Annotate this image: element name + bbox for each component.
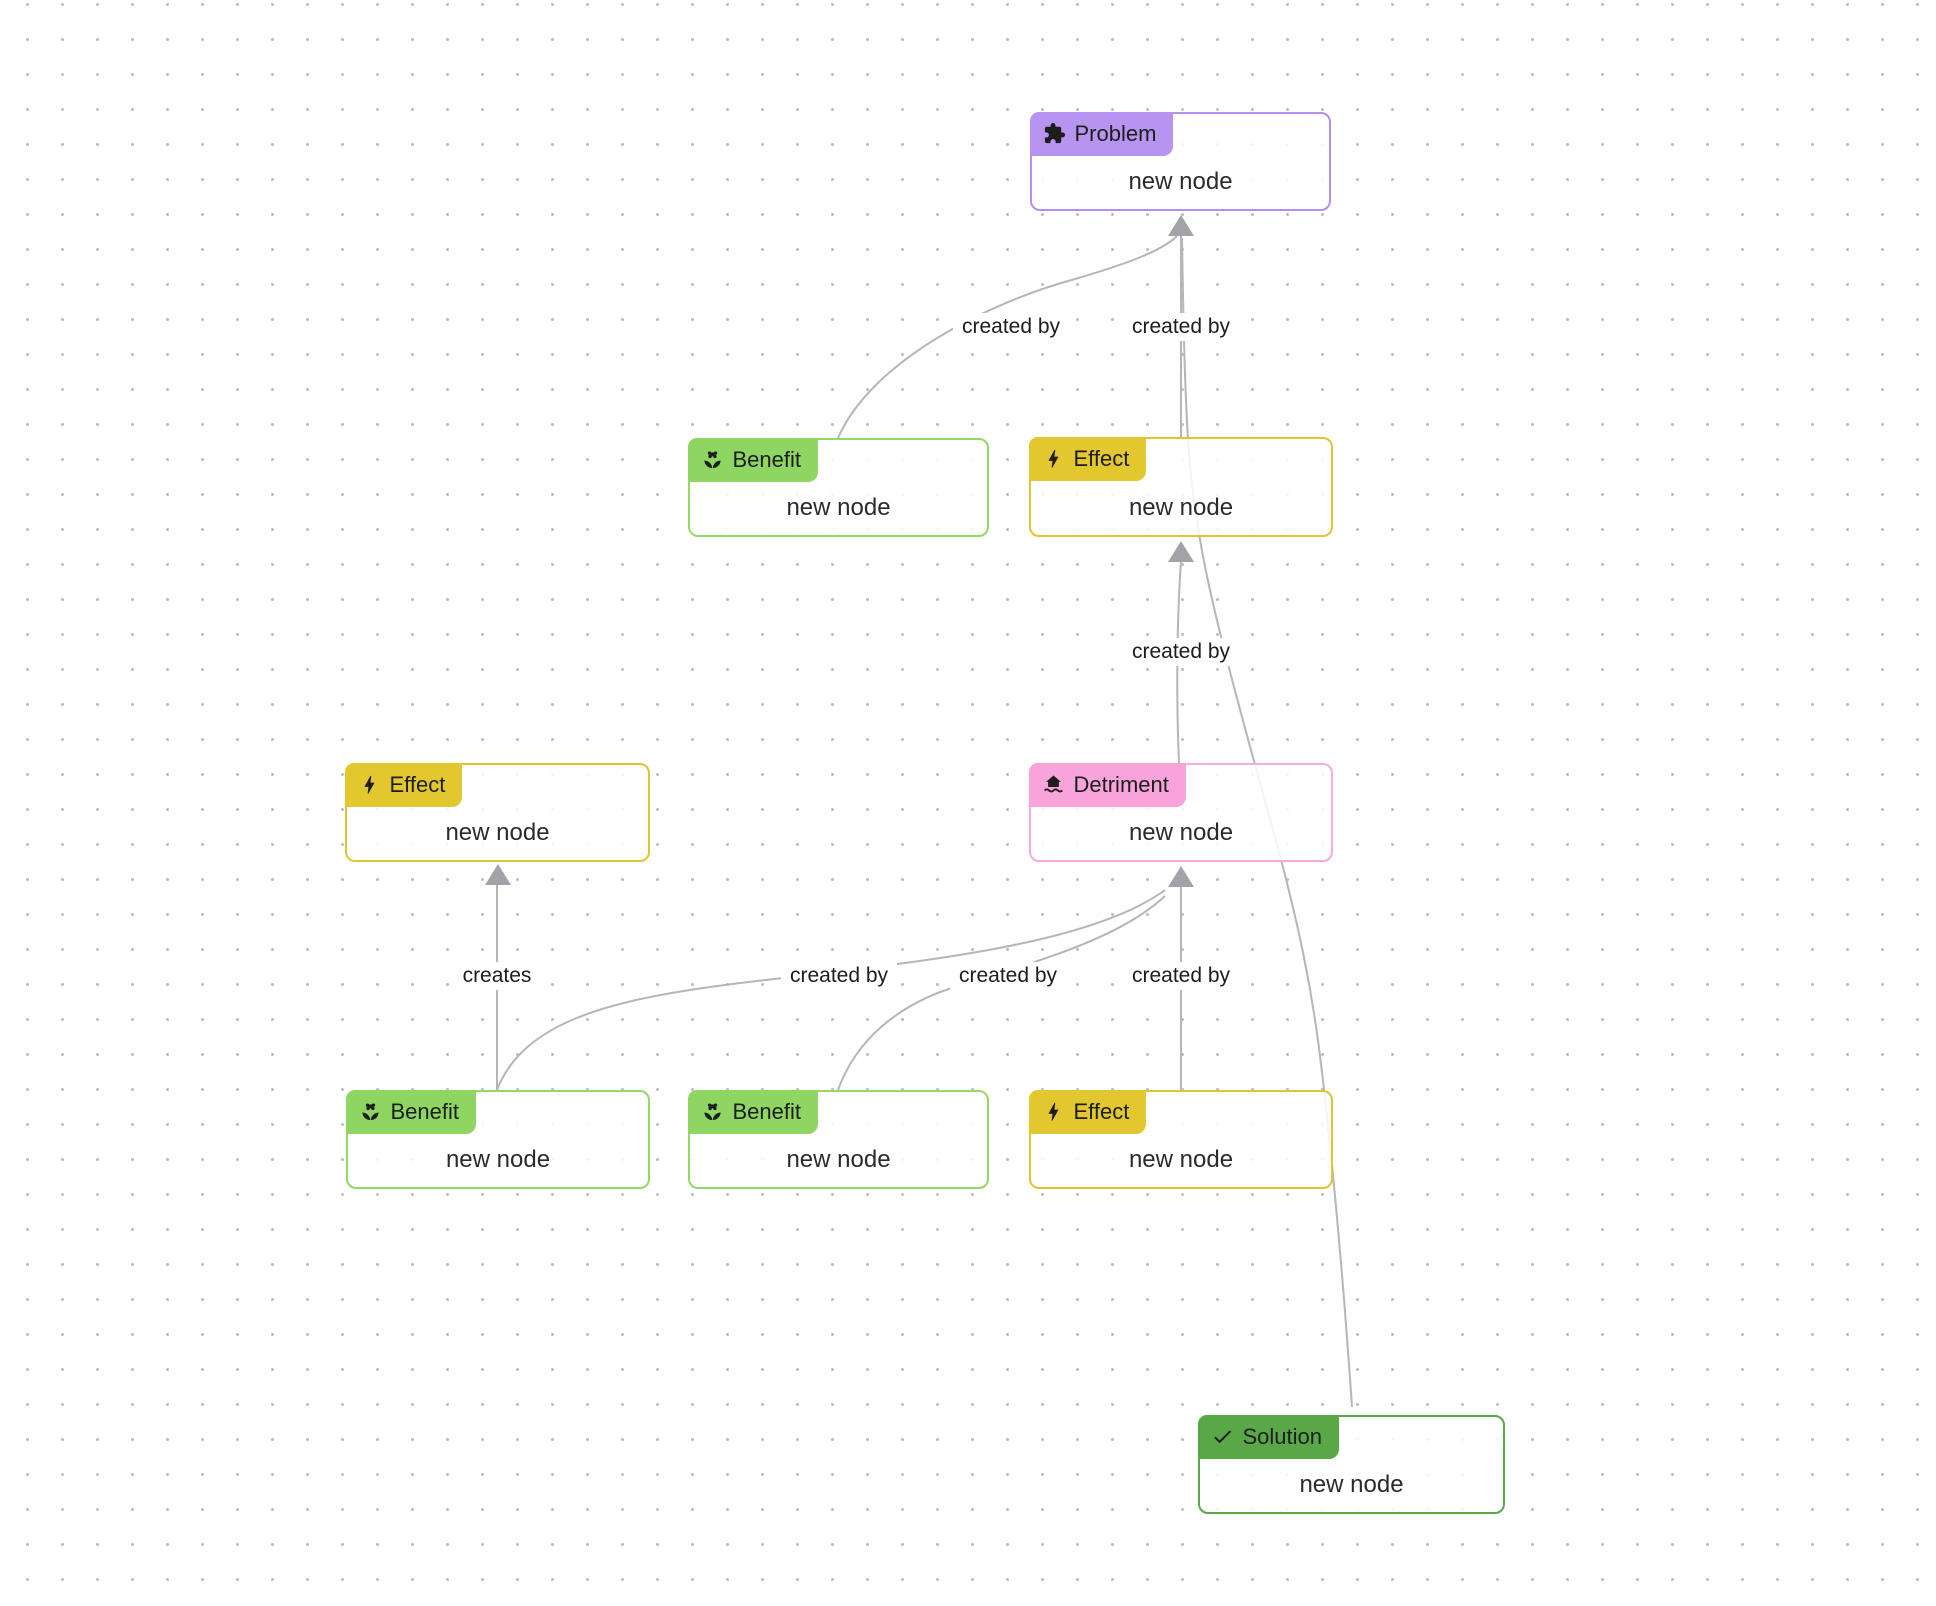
node-type-label: Effect <box>389 771 446 797</box>
edge-label[interactable]: created by <box>952 313 1070 341</box>
node-title[interactable]: new node <box>1128 1146 1234 1173</box>
flower-icon <box>701 448 724 471</box>
node-type-badge: Detriment <box>1028 762 1186 807</box>
node-benefit[interactable]: Benefit new node <box>687 437 989 537</box>
edge-label[interactable]: creates <box>453 962 541 990</box>
node-type-badge: Effect <box>1028 436 1147 481</box>
edge-arrowhead <box>1168 866 1194 887</box>
edge-arrowhead <box>1168 541 1194 562</box>
node-effect[interactable]: Effect new node <box>1028 436 1333 537</box>
node-title[interactable]: new node <box>786 494 891 521</box>
node-type-label: Benefit <box>390 1098 460 1124</box>
node-type-label: Problem <box>1074 120 1157 146</box>
node-benefit[interactable]: Benefit new node <box>345 1089 650 1189</box>
node-title[interactable]: new node <box>1128 168 1233 195</box>
edge-label[interactable]: created by <box>1122 313 1240 341</box>
node-type-badge: Benefit <box>687 437 818 482</box>
edge-n6-n5[interactable] <box>496 889 1166 1091</box>
node-type-badge: Benefit <box>687 1089 818 1134</box>
node-title[interactable]: new node <box>1299 1471 1404 1498</box>
node-type-badge: Solution <box>1197 1414 1340 1459</box>
node-type-badge: Problem <box>1029 111 1174 156</box>
node-type-label: Solution <box>1242 1423 1323 1449</box>
node-type-badge: Benefit <box>345 1089 476 1134</box>
node-type-label: Benefit <box>732 1098 802 1124</box>
node-solution[interactable]: Solution new node <box>1197 1414 1505 1514</box>
bolt-icon <box>1042 1100 1065 1123</box>
node-detriment[interactable]: Detriment new node <box>1028 762 1333 862</box>
node-type-label: Detriment <box>1073 771 1169 797</box>
node-type-label: Benefit <box>732 446 802 472</box>
check-icon <box>1211 1425 1234 1448</box>
edge-arrowhead <box>485 864 511 885</box>
edge-label[interactable]: created by <box>949 962 1067 990</box>
edge-label[interactable]: created by <box>1122 638 1240 666</box>
node-title[interactable]: new node <box>786 1146 891 1173</box>
node-title[interactable]: new node <box>445 1146 551 1173</box>
node-type-badge: Effect <box>344 762 463 807</box>
node-type-badge: Effect <box>1028 1089 1147 1134</box>
node-benefit[interactable]: Benefit new node <box>687 1089 989 1189</box>
node-effect[interactable]: Effect new node <box>344 762 650 862</box>
node-title[interactable]: new node <box>445 819 550 846</box>
bolt-icon <box>1042 447 1065 470</box>
edge-arrowhead <box>1168 215 1194 236</box>
edge-label[interactable]: created by <box>1122 962 1240 990</box>
node-problem[interactable]: Problem new node <box>1029 111 1331 211</box>
flower-icon <box>359 1100 382 1123</box>
node-effect[interactable]: Effect new node <box>1028 1089 1333 1189</box>
flower-icon <box>701 1100 724 1123</box>
node-type-label: Effect <box>1073 1098 1130 1124</box>
flood-icon <box>1042 773 1065 796</box>
puzzle-icon <box>1043 122 1066 145</box>
bolt-icon <box>358 773 381 796</box>
node-title[interactable]: new node <box>1128 493 1234 521</box>
edge-label[interactable]: created by <box>780 962 898 990</box>
node-title[interactable]: new node <box>1128 819 1234 846</box>
node-type-label: Effect <box>1073 445 1130 471</box>
edge-n2-n1[interactable] <box>837 235 1178 439</box>
